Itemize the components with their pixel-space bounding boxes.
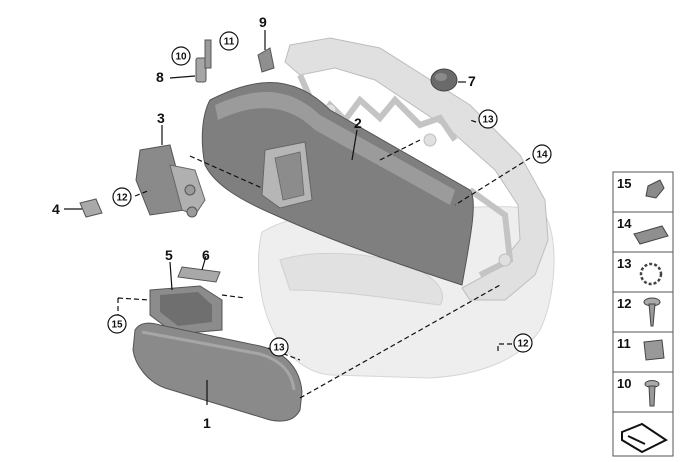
callout-14: 14 [532, 144, 552, 164]
svg-text:14: 14 [617, 216, 632, 231]
legend-ring-icon [639, 262, 663, 286]
svg-text:15: 15 [111, 320, 123, 331]
svg-text:13: 13 [482, 115, 494, 126]
carrier-frame [284, 37, 549, 301]
dashed-handle-link [189, 155, 263, 189]
svg-text:10: 10 [175, 52, 187, 63]
callout-10: 10 [171, 46, 191, 66]
trim-panel-part-2 [201, 82, 474, 286]
label-part-9: 9 [259, 14, 267, 30]
svg-text:12: 12 [116, 193, 128, 204]
parts-legend: 15 14 13 12 11 10 [612, 171, 674, 457]
svg-text:10: 10 [617, 376, 631, 391]
svg-text:15: 15 [617, 176, 631, 191]
callout-11: 11 [219, 31, 239, 51]
legend-kit-icon [621, 422, 668, 454]
label-part-4: 4 [52, 201, 60, 217]
dashed-14 [454, 157, 531, 206]
callout-15: 15 [107, 314, 127, 334]
legend-cell-15 [612, 171, 674, 213]
svg-text:12: 12 [517, 339, 529, 350]
legend-nut-icon [643, 339, 665, 361]
leader-8 [169, 75, 196, 79]
armrest-part-1 [132, 322, 303, 422]
label-part-1: 1 [203, 415, 211, 431]
leader-5 [169, 261, 173, 291]
door-pocket-ghost [279, 252, 443, 306]
clip-parts-8-10-11 [195, 39, 212, 83]
legend-cell-12 [612, 291, 674, 333]
dashed-13b [469, 119, 477, 123]
bracket-part-9 [257, 47, 275, 73]
dashed-armrest-frame [299, 284, 501, 399]
leader-6 [201, 255, 207, 271]
dashed-15 [117, 297, 151, 318]
svg-text:12: 12 [617, 296, 631, 311]
label-part-6: 6 [202, 247, 210, 263]
legend-clip-icon [645, 179, 665, 199]
svg-text:11: 11 [224, 37, 235, 48]
trim-panel-highlight [215, 91, 455, 205]
callout-12b: 12 [513, 333, 533, 353]
switch-bezel-part-5 [149, 285, 223, 335]
svg-text:14: 14 [536, 150, 548, 161]
svg-text:11: 11 [617, 336, 631, 351]
dashed-switch [221, 294, 246, 299]
label-part-2: 2 [354, 115, 362, 131]
callout-12a: 12 [112, 187, 132, 207]
label-part-3: 3 [157, 110, 165, 126]
callout-13b: 13 [478, 109, 498, 129]
leader-2 [351, 129, 358, 161]
label-part-7: 7 [468, 73, 476, 89]
label-part-5: 5 [165, 247, 173, 263]
legend-retainer-icon [633, 225, 669, 245]
legend-cell-10 [612, 371, 674, 413]
legend-cell-13 [612, 251, 674, 293]
dashed-12a [134, 189, 151, 197]
callout-13a: 13 [269, 337, 289, 357]
svg-text:13: 13 [273, 343, 285, 354]
svg-text:13: 13 [617, 256, 631, 271]
handle-module-part-3 [135, 144, 206, 218]
cap-part-4 [79, 198, 103, 218]
switch-cover-part-6 [177, 266, 221, 283]
label-part-8: 8 [156, 69, 164, 85]
dashed-12b [497, 343, 512, 352]
